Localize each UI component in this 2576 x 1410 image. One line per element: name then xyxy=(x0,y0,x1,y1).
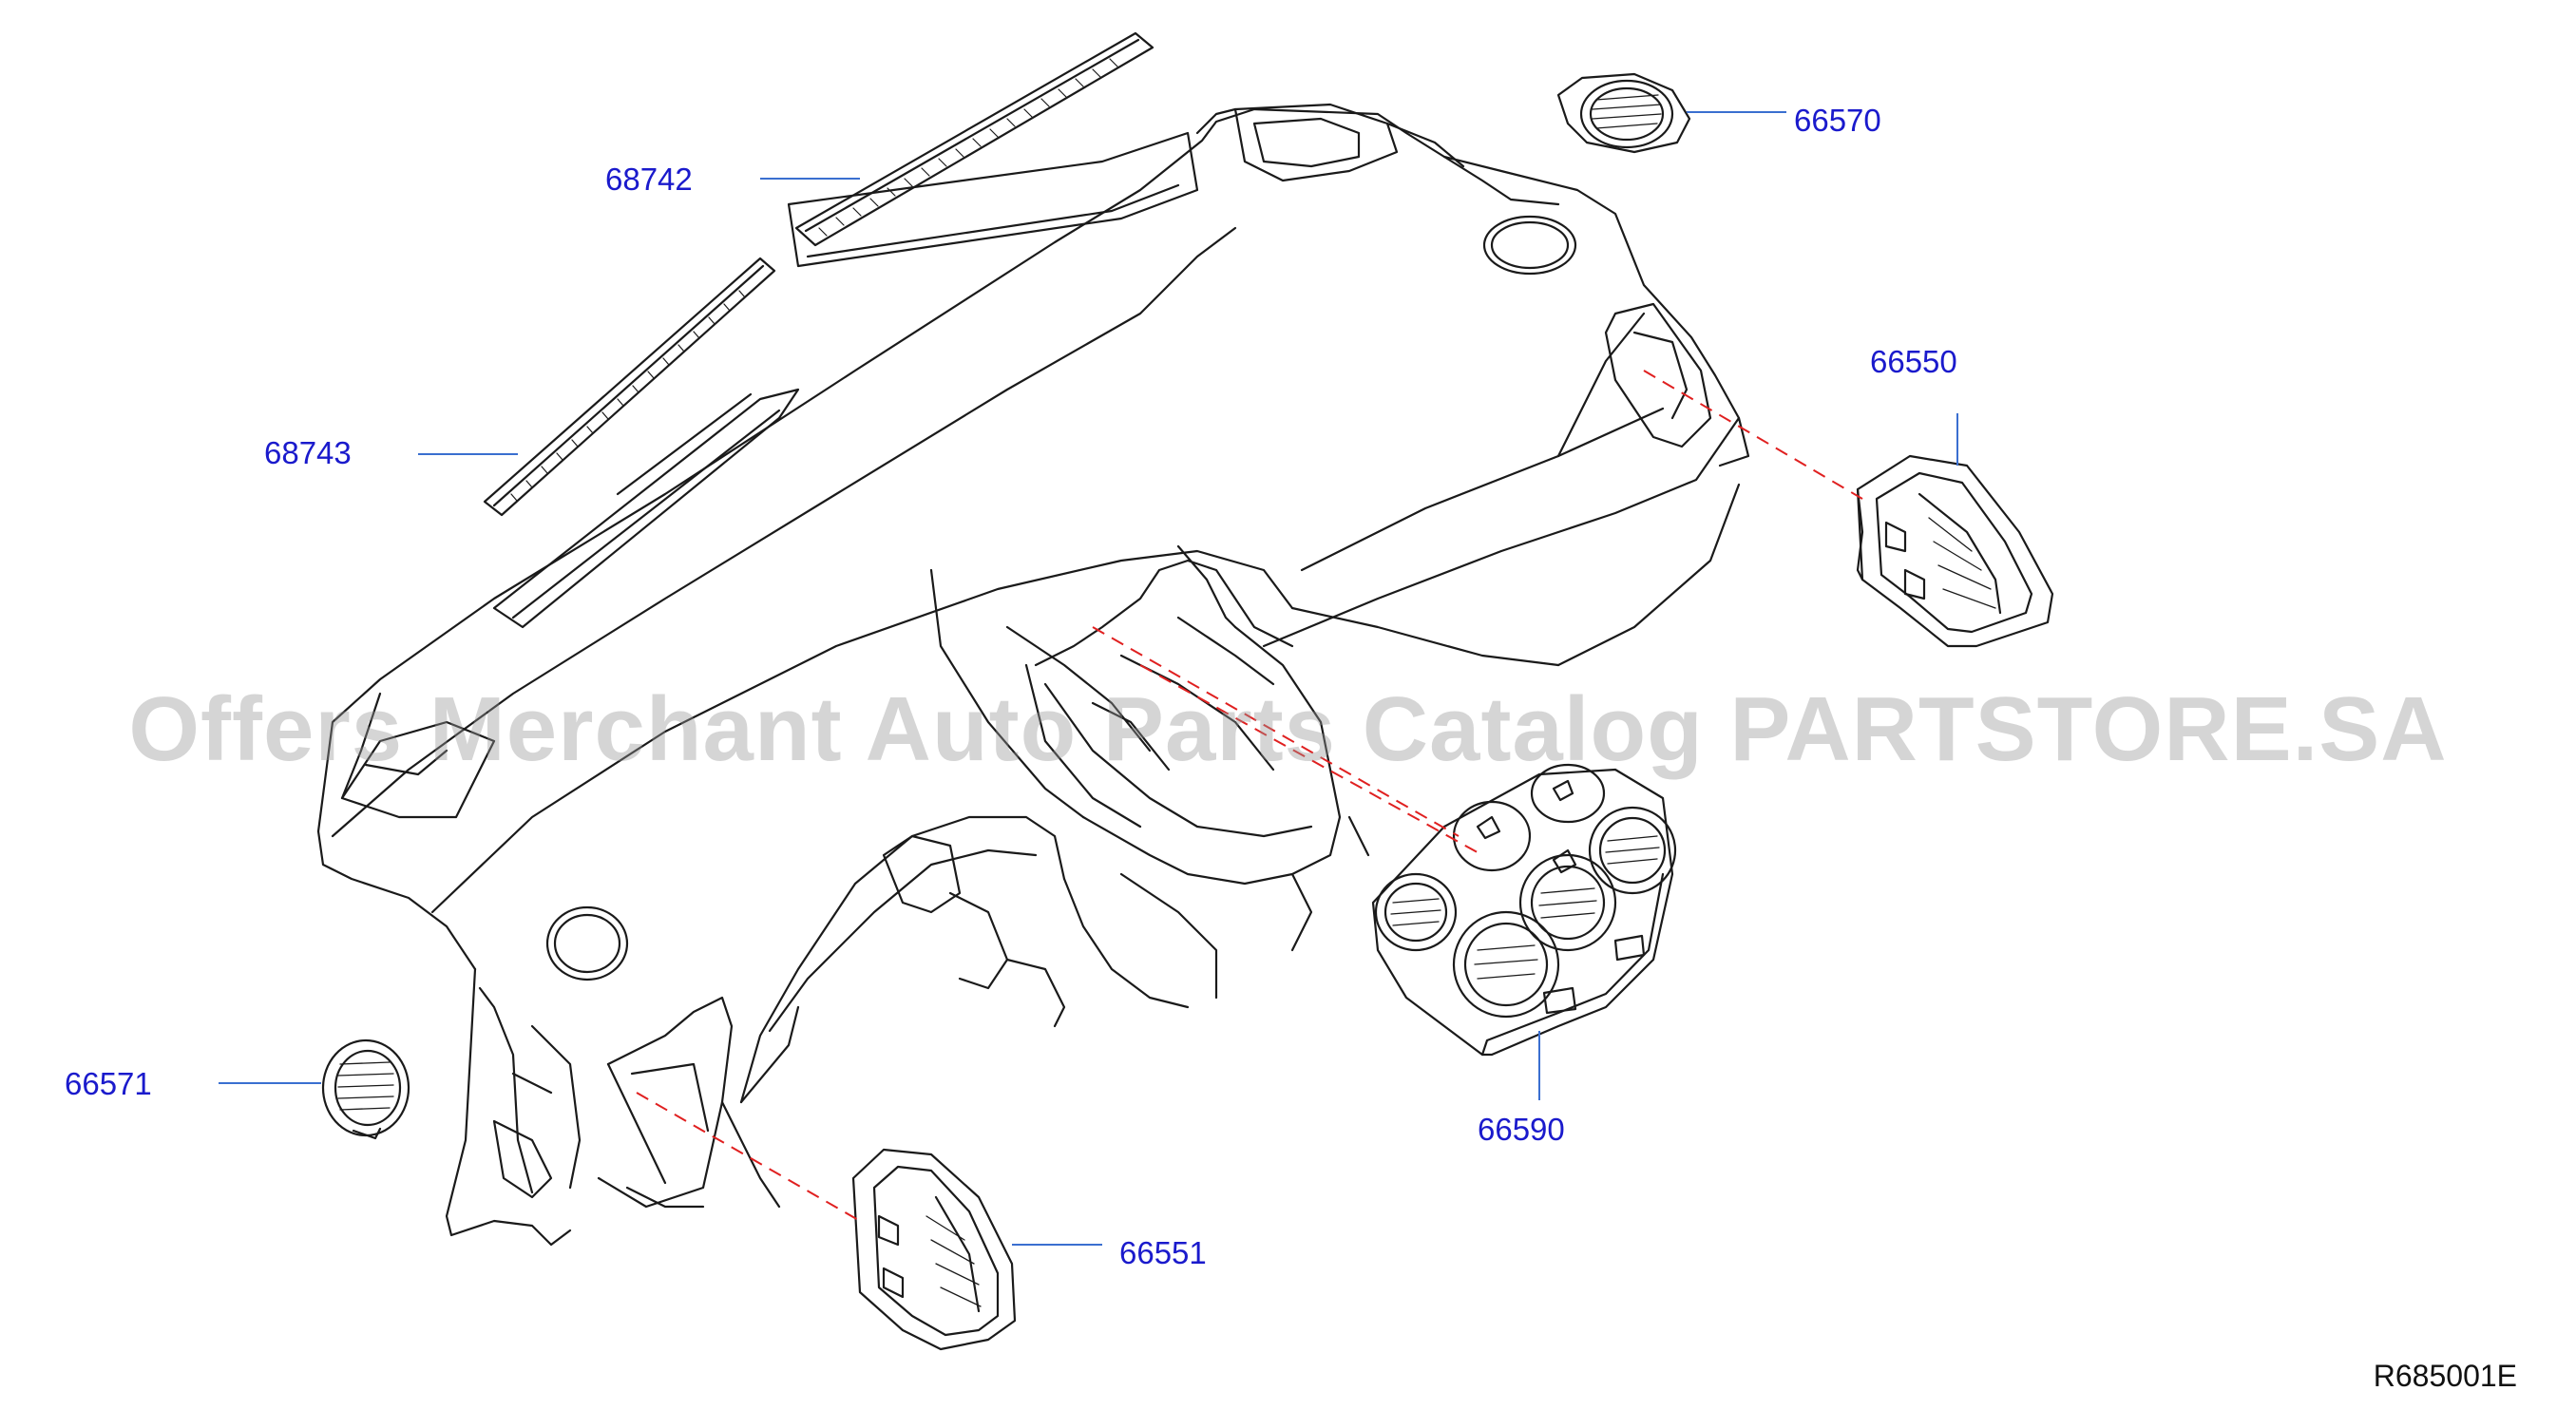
watermark-text: Offers Merchant Auto Parts Catalog PARTS… xyxy=(128,678,2448,780)
center-vent-66550 xyxy=(1856,454,2054,648)
part-label-68742[interactable]: 68742 xyxy=(605,162,693,197)
part-label-66571[interactable]: 66571 xyxy=(65,1066,152,1101)
center-vent-66551 xyxy=(851,1148,1017,1351)
side-vent-66570 xyxy=(1556,72,1691,154)
part-label-66550[interactable]: 66550 xyxy=(1870,344,1957,379)
part-label-68743[interactable]: 68743 xyxy=(264,435,352,470)
alignment-lines xyxy=(636,370,1863,1222)
part-label-66551[interactable]: 66551 xyxy=(1119,1235,1207,1270)
center-vent-cluster-66590 xyxy=(1371,763,1677,1057)
part-label-66590[interactable]: 66590 xyxy=(1478,1112,1565,1147)
side-vent-66571 xyxy=(321,1038,410,1140)
defroster-grille-68742 xyxy=(794,31,1154,247)
defroster-grille-68743 xyxy=(483,257,776,517)
instrument-panel xyxy=(316,103,1750,1247)
drawing-code: R685001E xyxy=(2373,1359,2517,1393)
leader-lines xyxy=(219,111,1958,1246)
part-label-66570[interactable]: 66570 xyxy=(1794,103,1881,138)
